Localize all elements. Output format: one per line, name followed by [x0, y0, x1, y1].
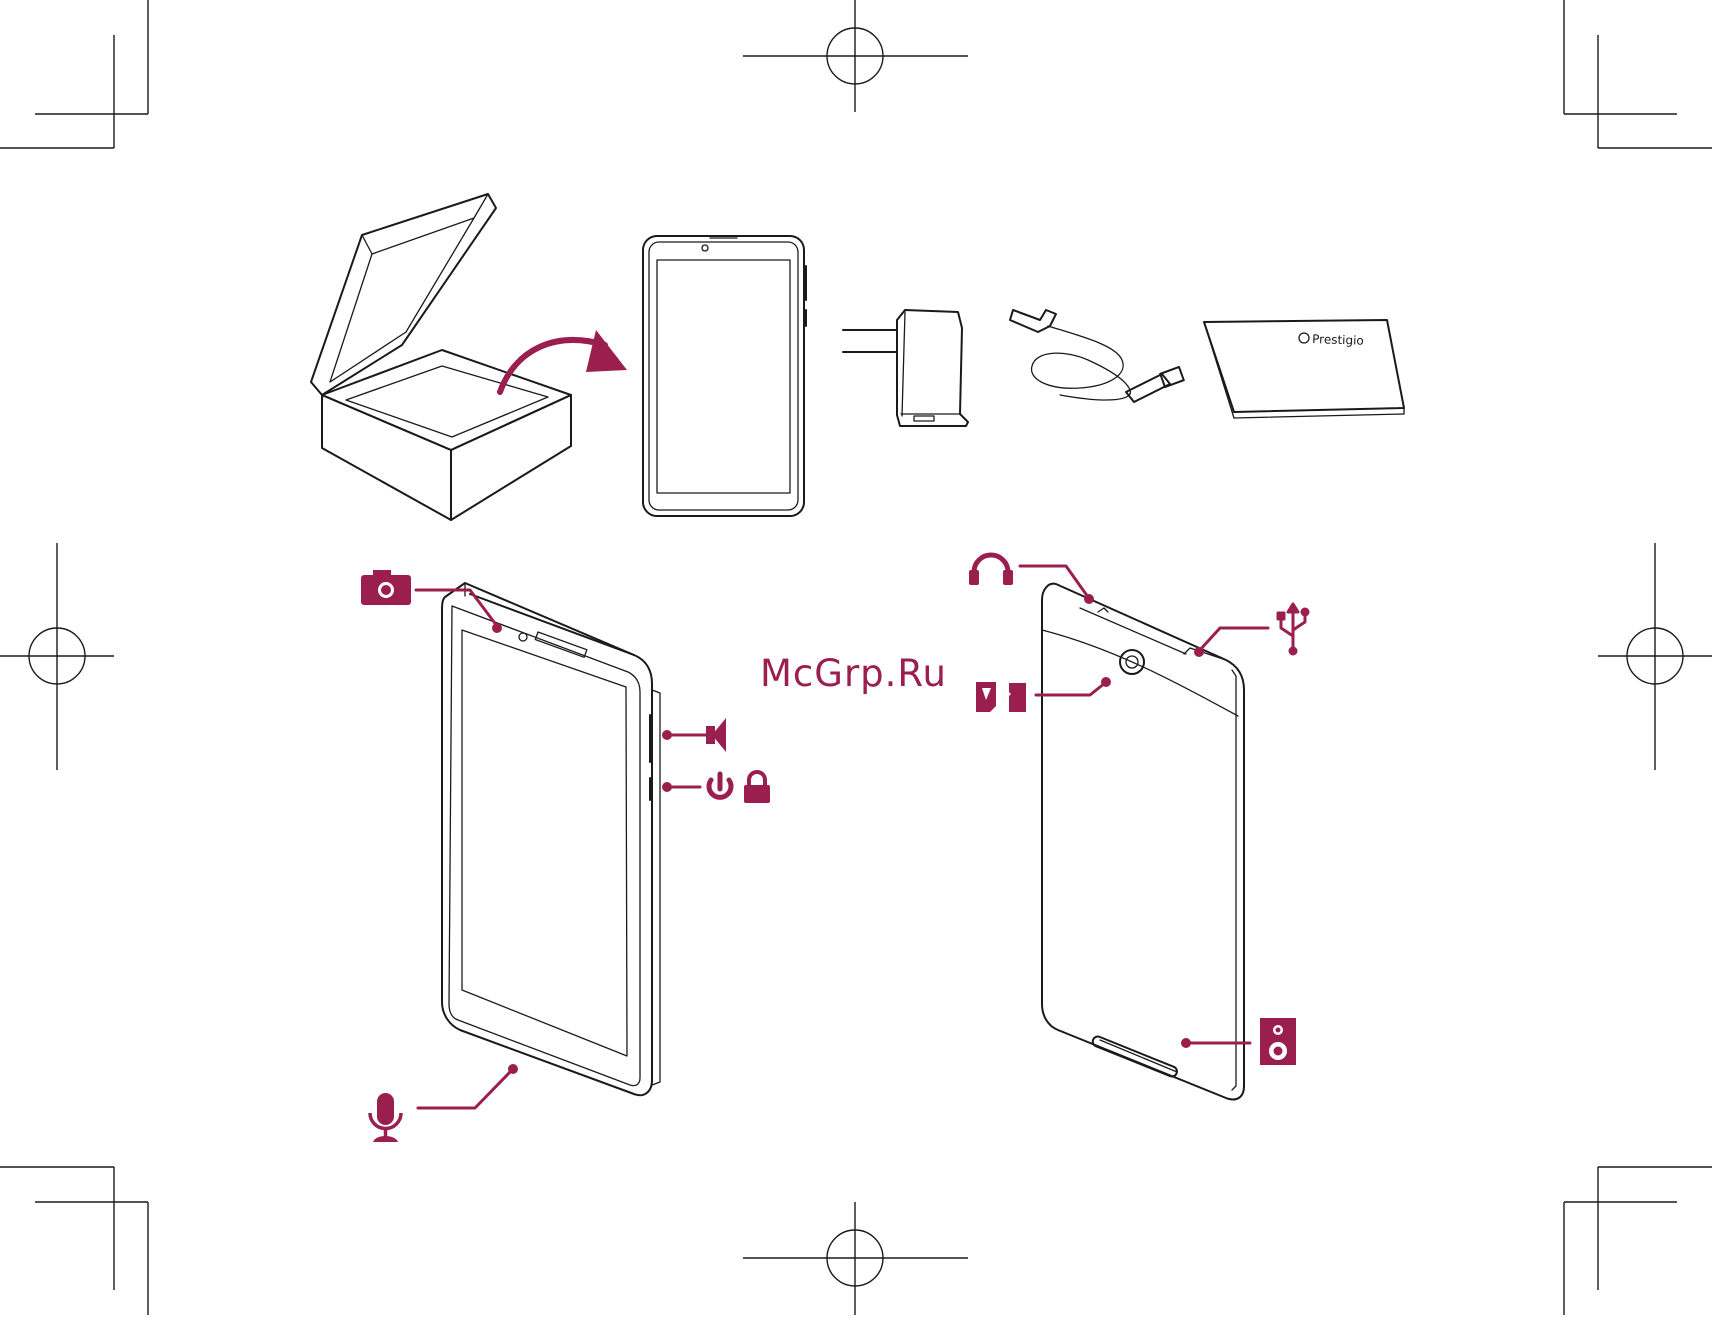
box-illustration: [311, 194, 571, 520]
tablet-back-view: [1042, 584, 1244, 1100]
booklet-illustration: Prestigio: [1204, 320, 1404, 418]
volume-keys-callout: [662, 718, 726, 752]
speaker-volume-icon: [706, 718, 726, 752]
brand-logo-text: Prestigio: [1312, 332, 1364, 348]
loudspeaker-icon: [1260, 1018, 1296, 1065]
usb-cable-illustration: [1010, 310, 1184, 402]
front-camera-callout: [361, 570, 502, 633]
microphone-icon: [370, 1093, 401, 1142]
microphone-callout: [370, 1064, 518, 1142]
loudspeaker-callout: [1181, 1018, 1296, 1065]
power-lock-callout: [662, 772, 770, 803]
tablet-front-illustration: [643, 236, 806, 516]
charger-illustration: [843, 310, 968, 426]
headphone-jack-callout: [969, 555, 1094, 604]
sim-sd-slot-callout: [976, 677, 1111, 712]
headphones-icon: [969, 555, 1013, 585]
power-icon: [709, 774, 731, 797]
lock-icon: [744, 772, 770, 803]
usb-port-callout: [1194, 604, 1308, 657]
unpack-arrowhead: [586, 330, 627, 372]
usb-icon: [1278, 604, 1308, 654]
tablet-front-view: [442, 583, 660, 1095]
watermark-text: McGrp.Ru: [760, 652, 947, 695]
sim-sd-card-icon: [976, 682, 1026, 712]
